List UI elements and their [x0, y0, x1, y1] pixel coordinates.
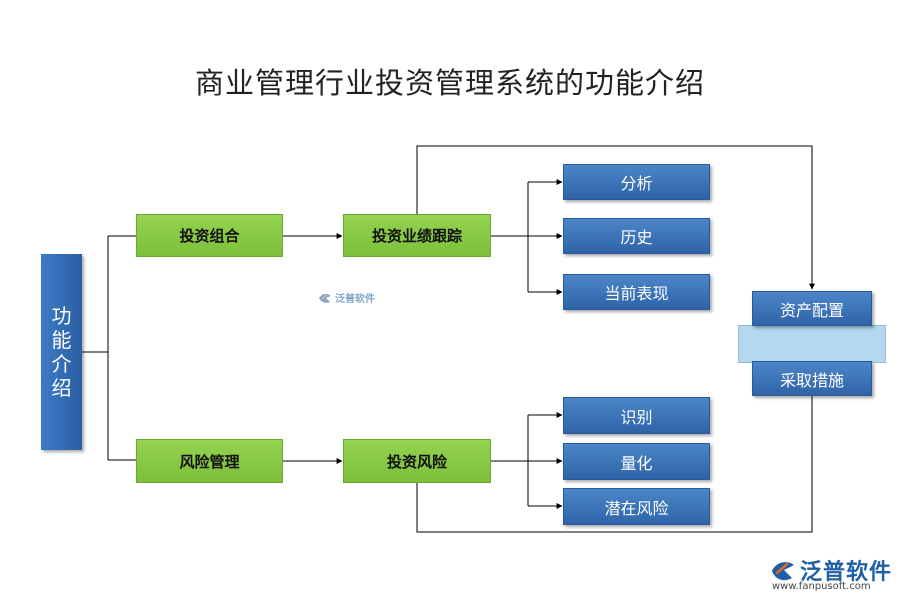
node-investment-portfolio: 投资组合: [136, 214, 283, 257]
root-char-1: 功: [51, 304, 72, 328]
logo-text: 泛普软件: [800, 560, 893, 585]
watermark-text: 泛普软件: [335, 294, 375, 305]
node-performance-tracking: 投资业绩跟踪: [343, 214, 491, 257]
risk-branch-line: [491, 415, 529, 506]
connector-band: [738, 325, 886, 363]
page-title: 商业管理行业投资管理系统的功能介绍: [194, 66, 705, 100]
root-char-2: 能: [51, 328, 72, 352]
node-take-measures: 采取措施: [752, 361, 872, 396]
brand-logo: 泛普软件: [770, 554, 892, 586]
watermark-logo-icon: [319, 293, 331, 303]
tracking-branch-line: [491, 182, 529, 292]
root-node-function-intro: 功 能 介 绍: [41, 254, 82, 450]
node-current-performance: 当前表现: [563, 274, 710, 310]
fanpu-logo-icon: [772, 562, 794, 581]
node-risk-management: 风险管理: [136, 439, 283, 483]
loop-from-take-measures: [416, 396, 813, 533]
logo-url: www.fanpusoft.com: [772, 581, 871, 592]
node-identify: 识别: [563, 397, 710, 434]
root-char-4: 绍: [51, 376, 72, 400]
node-potential-risk: 潜在风险: [563, 488, 710, 525]
loop-to-asset-allocation: [416, 145, 815, 290]
node-investment-risk: 投资风险: [343, 439, 491, 483]
root-char-3: 介: [51, 352, 72, 376]
node-asset-allocation: 资产配置: [752, 291, 872, 326]
center-watermark: 泛普软件: [318, 290, 375, 305]
root-branch-line: [82, 235, 136, 461]
node-analysis: 分析: [563, 164, 710, 200]
node-history: 历史: [563, 218, 710, 254]
node-quantify: 量化: [563, 443, 710, 480]
